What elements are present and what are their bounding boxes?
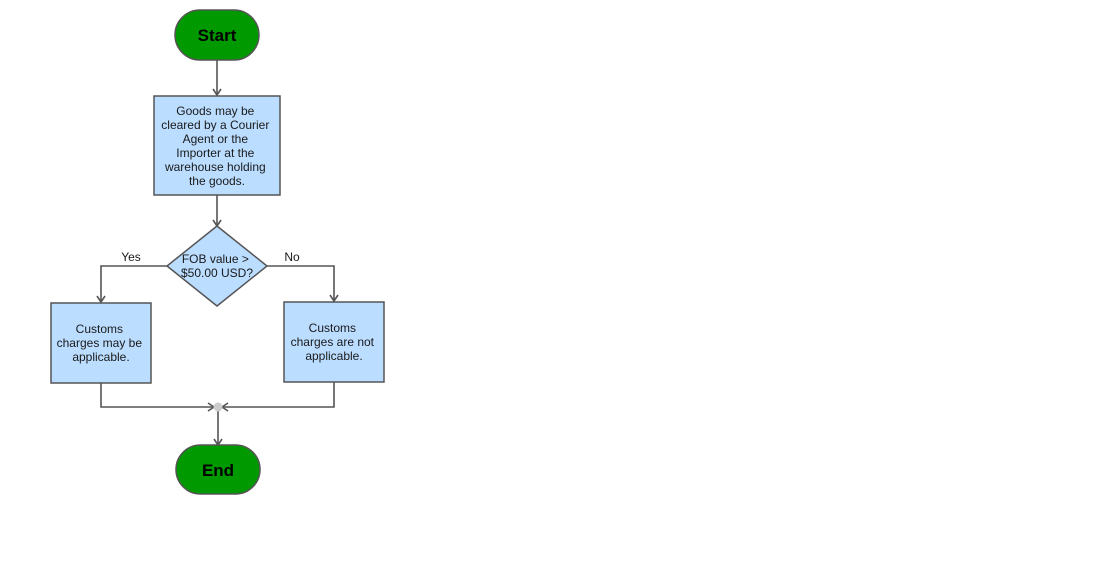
start-label: Start bbox=[198, 26, 237, 45]
yes-outcome-line: charges may be bbox=[57, 336, 143, 350]
yes-outcome-box bbox=[50, 302, 152, 384]
process-line: Agent or the bbox=[183, 132, 249, 146]
merge-point bbox=[213, 402, 223, 412]
decision-line: $50.00 USD? bbox=[181, 266, 253, 280]
connector-no bbox=[267, 265, 339, 303]
process-text: Goods may be cleared by a Courier Agent … bbox=[161, 104, 272, 188]
connector-yes bbox=[96, 265, 167, 304]
end-label: End bbox=[202, 461, 234, 480]
process-line: cleared by a Courier bbox=[161, 118, 269, 132]
yes-outcome-line: Customs bbox=[76, 322, 123, 336]
end-node bbox=[175, 444, 261, 495]
process-line: Importer at the bbox=[176, 146, 254, 160]
no-outcome-line: charges are not bbox=[291, 335, 375, 349]
process-box bbox=[153, 95, 281, 196]
yes-label: Yes bbox=[121, 250, 141, 264]
no-outcome-line: Customs bbox=[309, 321, 356, 335]
connector-yes-to-merge bbox=[100, 383, 216, 412]
yes-outcome-line: applicable. bbox=[72, 350, 129, 364]
decision-text: FOB value > $50.00 USD? bbox=[181, 252, 253, 280]
no-label: No bbox=[284, 250, 300, 264]
connector-no-to-merge bbox=[220, 382, 335, 412]
decision-diamond bbox=[165, 225, 269, 307]
no-outcome-text: Customs charges are not applicable. bbox=[291, 321, 378, 363]
no-outcome-box bbox=[283, 301, 385, 383]
process-line: Goods may be bbox=[176, 104, 254, 118]
start-node bbox=[174, 9, 260, 61]
process-line: the goods. bbox=[189, 174, 245, 188]
process-line: warehouse holding bbox=[164, 160, 266, 174]
yes-outcome-text: Customs charges may be applicable. bbox=[57, 322, 146, 364]
decision-line: FOB value > bbox=[182, 252, 249, 266]
no-outcome-line: applicable. bbox=[305, 349, 362, 363]
